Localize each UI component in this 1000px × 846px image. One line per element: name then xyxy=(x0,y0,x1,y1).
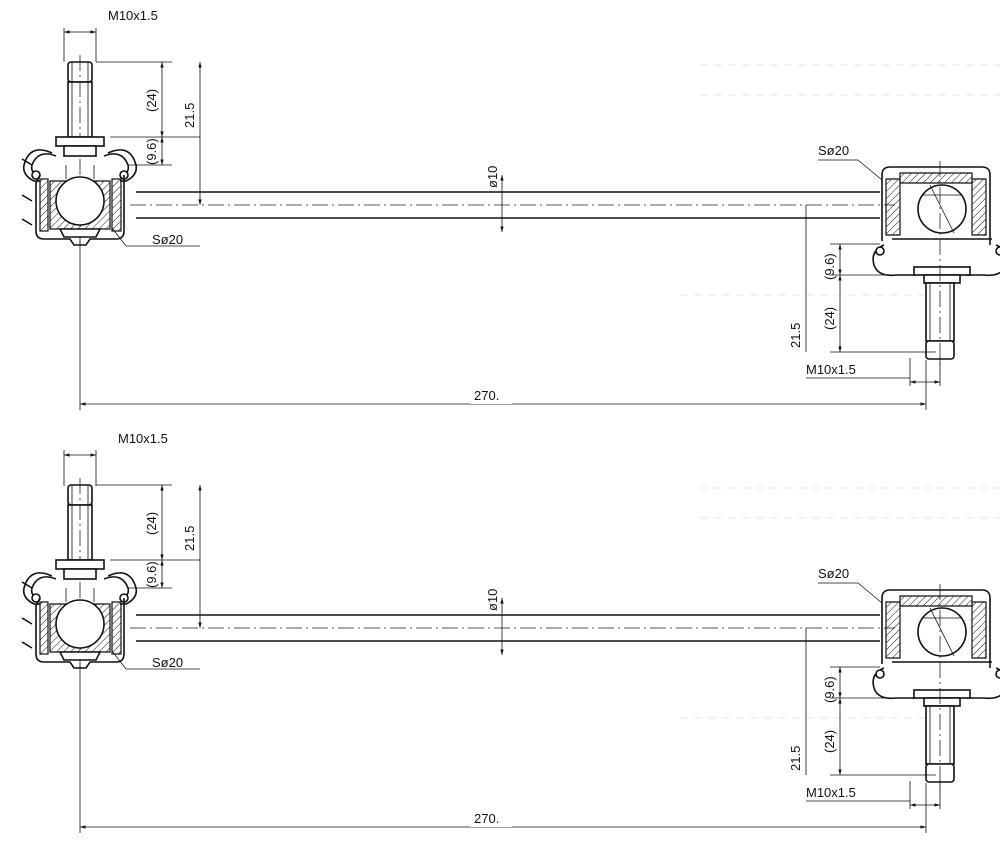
view-bottom xyxy=(21,477,1000,793)
rod-diameter-label: ø10 xyxy=(485,166,500,188)
thread-right-label: M10x1.5 xyxy=(806,785,856,800)
thread-left-label: M10x1.5 xyxy=(118,431,168,446)
dim-24-left: (24) xyxy=(144,89,159,112)
dim-21-5-right: 21.5 xyxy=(788,746,803,771)
overall-length-label: 270. xyxy=(474,811,499,826)
view-top xyxy=(21,54,1000,370)
dim-9-6-right: (9.6) xyxy=(822,676,837,703)
ball-left-label: Sø20 xyxy=(152,232,183,247)
dimensions-top: M10x1.5 (24) (9.6) 21.5 Sø20 ø10 Sø20 (9… xyxy=(63,8,941,410)
overall-length-label: 270. xyxy=(474,388,499,403)
dim-21-5-right: 21.5 xyxy=(788,323,803,348)
dim-24-left: (24) xyxy=(144,512,159,535)
thread-left-label: M10x1.5 xyxy=(108,8,158,23)
dim-9-6-left: (9.6) xyxy=(144,561,159,588)
dim-24-right: (24) xyxy=(822,307,837,330)
dim-9-6-right: (9.6) xyxy=(822,253,837,280)
dim-9-6-left: (9.6) xyxy=(144,138,159,165)
dim-21-5-left: 21.5 xyxy=(182,103,197,128)
dim-21-5-left: 21.5 xyxy=(182,526,197,551)
rod-diameter-label: ø10 xyxy=(485,589,500,611)
dimensions-bottom: M10x1.5 (24) (9.6) 21.5 Sø20 ø10 Sø20 (9… xyxy=(63,431,941,833)
ball-right-label: Sø20 xyxy=(818,143,849,158)
ball-left-label: Sø20 xyxy=(152,655,183,670)
dim-24-right: (24) xyxy=(822,730,837,753)
thread-right-label: M10x1.5 xyxy=(806,362,856,377)
ball-right-label: Sø20 xyxy=(818,566,849,581)
